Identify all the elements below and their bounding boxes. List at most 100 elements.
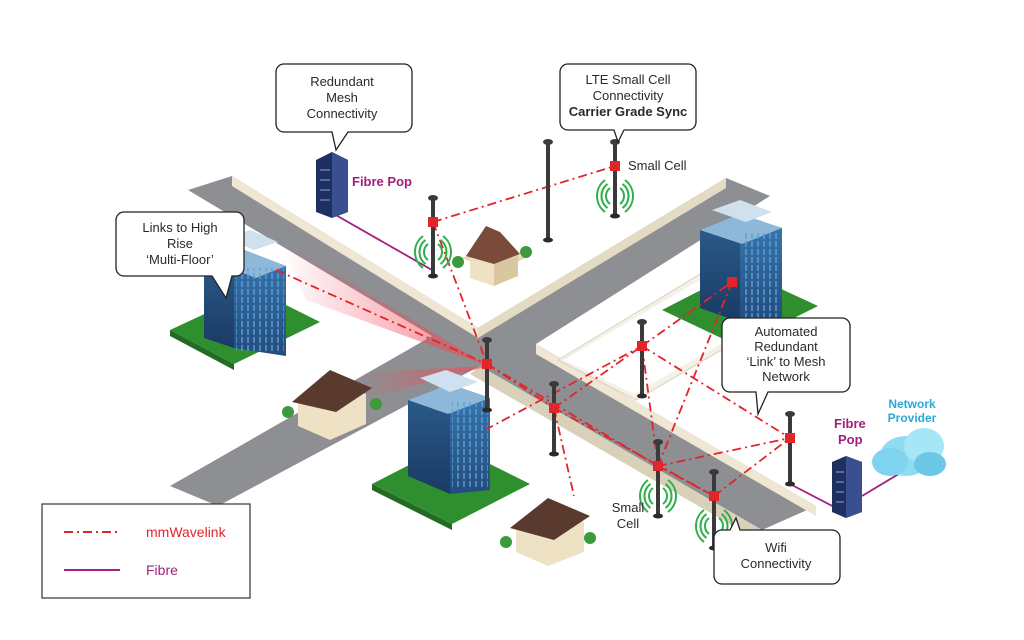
pole-lamp [709,469,719,475]
fibre-line-right-b [861,471,903,497]
mmwave-link [275,269,488,365]
roads [170,176,816,530]
callout-lte-line-3: Carrier Grade Sync [569,104,688,119]
pole-lamp [785,411,795,417]
small-cell-bottom-label-2: Cell [617,516,640,531]
wifi-signal-icon [699,513,708,539]
pole-lamp [428,195,438,201]
street-pole [785,411,795,487]
mmwave-link [553,345,643,409]
mmwave-link [432,221,488,365]
wifi-signal-icon [667,479,677,513]
pole-base [428,273,438,279]
callout-wifi-line-1: Wifi [765,540,787,555]
wifi-signal-icon [442,235,452,269]
wifi-signal-icon [600,183,609,209]
wifi-signal-icon [648,487,654,505]
mmwave-node [785,433,795,443]
fibre-pop-server-right [832,456,862,518]
pole-post [613,144,617,216]
mmwave-link [484,345,643,431]
pole-post [640,324,644,396]
pole-post [656,444,660,516]
pole-base [610,213,620,219]
legend-mmwave-label: mmWavelink [146,524,227,540]
callout-automated-line-4: Network [762,369,810,384]
wifi-signal-icon [423,243,429,261]
pole-post [788,416,792,484]
mmwave-link [657,281,733,467]
building-right [662,200,818,346]
pole-base [543,237,553,243]
fibre-line-right-a [789,483,841,511]
wifi-signal-icon [619,187,625,205]
pole-post [552,386,556,454]
wifi-signal-icon [437,243,443,261]
mmwave-node [428,217,438,227]
cloud-icon [872,428,946,476]
pole-post [712,474,716,548]
pole-base [653,513,663,519]
mmwave-node [727,277,737,287]
building-center [372,370,530,530]
pole-base [482,407,492,413]
wifi-signal-icon [695,509,705,543]
callout-automated-line-2: Redundant [754,339,818,354]
house-top [452,226,532,286]
small-cell-top-label: Small Cell [628,158,687,173]
mmwave-links [275,165,791,497]
callout-lte-line-1: LTE Small Cell [585,72,670,87]
wifi-signal-icon [605,187,611,205]
fibre-pop-top-label: Fibre Pop [352,174,412,189]
callout-lte: LTE Small Cell Connectivity Carrier Grad… [559,63,697,144]
network-provider-label-1: Network [888,397,936,411]
callout-automated: Automated Redundant ‘Link’ to Mesh Netwo… [721,317,851,417]
pole-base [637,393,647,399]
mmwave-link [432,165,616,223]
street-pole [549,381,559,457]
small-cell-bottom-label-1: Small [612,500,645,515]
street-pole [639,439,677,519]
callout-highrise-line-1: Links to High [142,220,217,235]
mmwave-link [713,437,791,497]
callout-wifi: Wifi Connectivity [713,516,841,585]
pole-post [546,144,550,240]
pole-lamp [653,439,663,445]
street-pole [637,319,647,399]
legend-fibre-label: Fibre [146,562,178,578]
callout-mesh: Redundant Mesh Connectivity [275,63,413,152]
wifi-signal-icon [418,239,427,265]
fibre-pop-right-label-2: Pop [838,432,863,447]
pole-post [485,342,489,410]
callout-automated-line-1: Automated [755,324,818,339]
callout-highrise-line-2: Rise [167,236,193,251]
callout-highrise-line-3: ‘Multi-Floor’ [146,252,214,267]
wifi-signal-icon [624,179,634,213]
fibre-line-top [333,213,433,271]
callout-mesh-line-1: Redundant [310,74,374,89]
callout-lte-line-2: Connectivity [593,88,664,103]
wifi-signal-icon [662,487,668,505]
mmwave-node [610,161,620,171]
callout-automated-line-3: ‘Link’ to Mesh [747,354,826,369]
wifi-signal-icon [639,479,649,513]
callout-mesh-line-2: Mesh [326,90,358,105]
mmwave-link [486,363,659,467]
callout-mesh-line-3: Connectivity [307,106,378,121]
fibre-lines [333,213,903,511]
wifi-signal-icon [643,483,652,509]
pole-lamp [637,319,647,325]
pole-lamp [549,381,559,387]
house-bottom [500,498,596,566]
pole-lamp [543,139,553,145]
wifi-signal-icon [621,183,630,209]
wifi-signal-icon [439,239,448,265]
mmwave-link [657,437,791,467]
mmwave-node [653,461,663,471]
street-pole [596,139,634,219]
legend: mmWavelink Fibre [41,503,251,599]
wifi-signal-icon [704,517,710,535]
wifi-signal-icon [596,179,606,213]
